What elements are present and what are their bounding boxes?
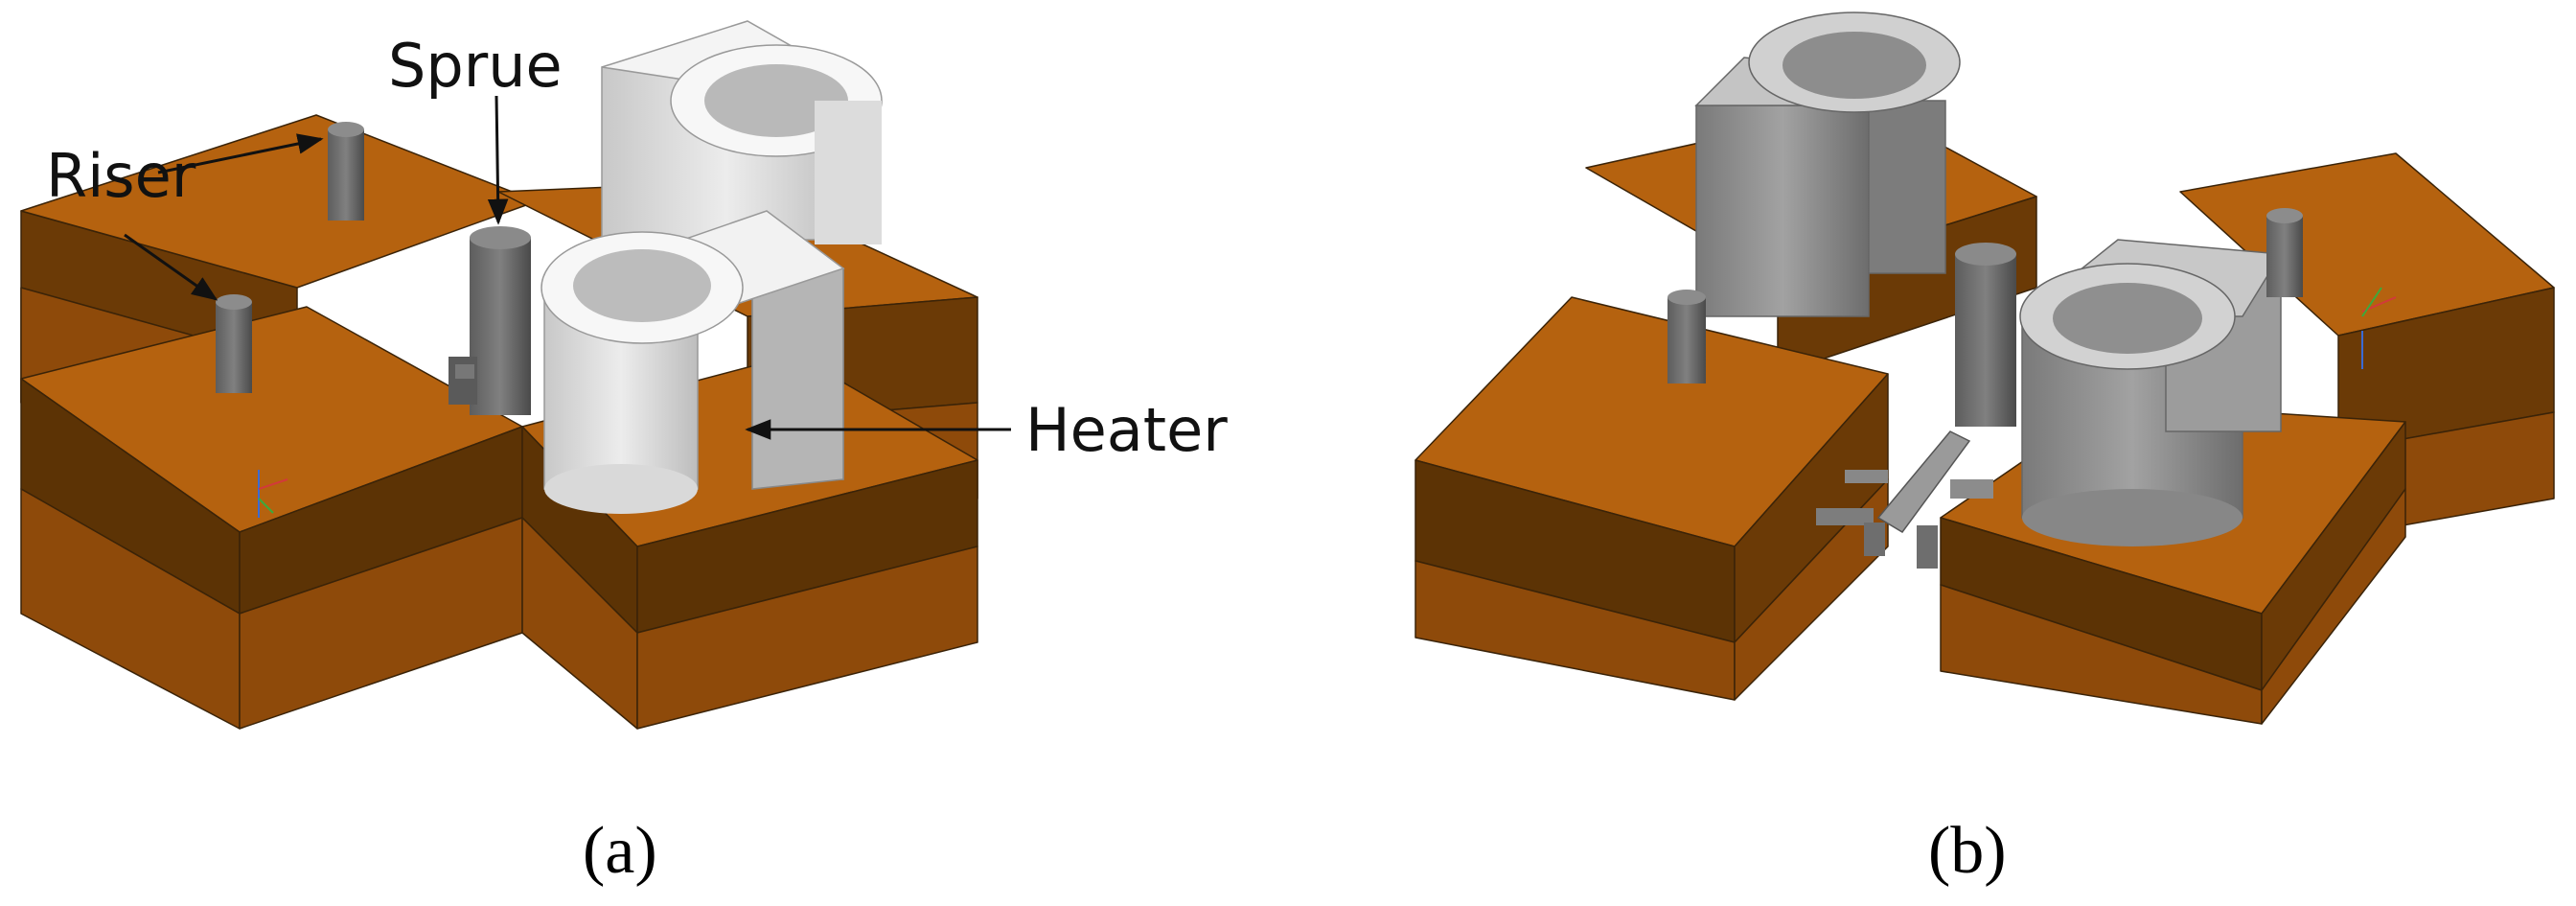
riser-cylinder-b1 <box>1668 290 1706 383</box>
mold-block-front-left-b <box>1414 296 1889 701</box>
riser-cylinder-1 <box>328 122 364 221</box>
axis-triad-icon <box>258 470 288 518</box>
sprue-cylinder-b <box>1955 243 2016 427</box>
mold-block-front-left <box>20 306 523 730</box>
runner-system <box>1816 430 1993 569</box>
heater-back <box>601 20 883 244</box>
label-riser: Riser <box>46 141 196 211</box>
arrow-riser-1 <box>157 133 324 174</box>
arrow-riser-2 <box>124 233 218 301</box>
heater-back-b <box>1694 12 1961 317</box>
label-heater: Heater <box>1025 395 1228 465</box>
riser-cylinder-b2 <box>2266 208 2303 297</box>
heater-front <box>540 210 845 514</box>
arrow-sprue <box>487 95 509 225</box>
caption-b: (b) <box>1928 814 2007 888</box>
axis-triad-icon-b <box>2361 287 2397 369</box>
caption-a: (a) <box>583 814 657 888</box>
panel-b: (b) <box>1414 12 2555 888</box>
label-sprue: Sprue <box>388 31 563 101</box>
sprue-cylinder <box>448 226 531 415</box>
riser-cylinder-2 <box>216 294 252 393</box>
panel-a: Riser Sprue Heater (a) <box>20 20 1228 888</box>
heater-front-b <box>2019 239 2283 546</box>
